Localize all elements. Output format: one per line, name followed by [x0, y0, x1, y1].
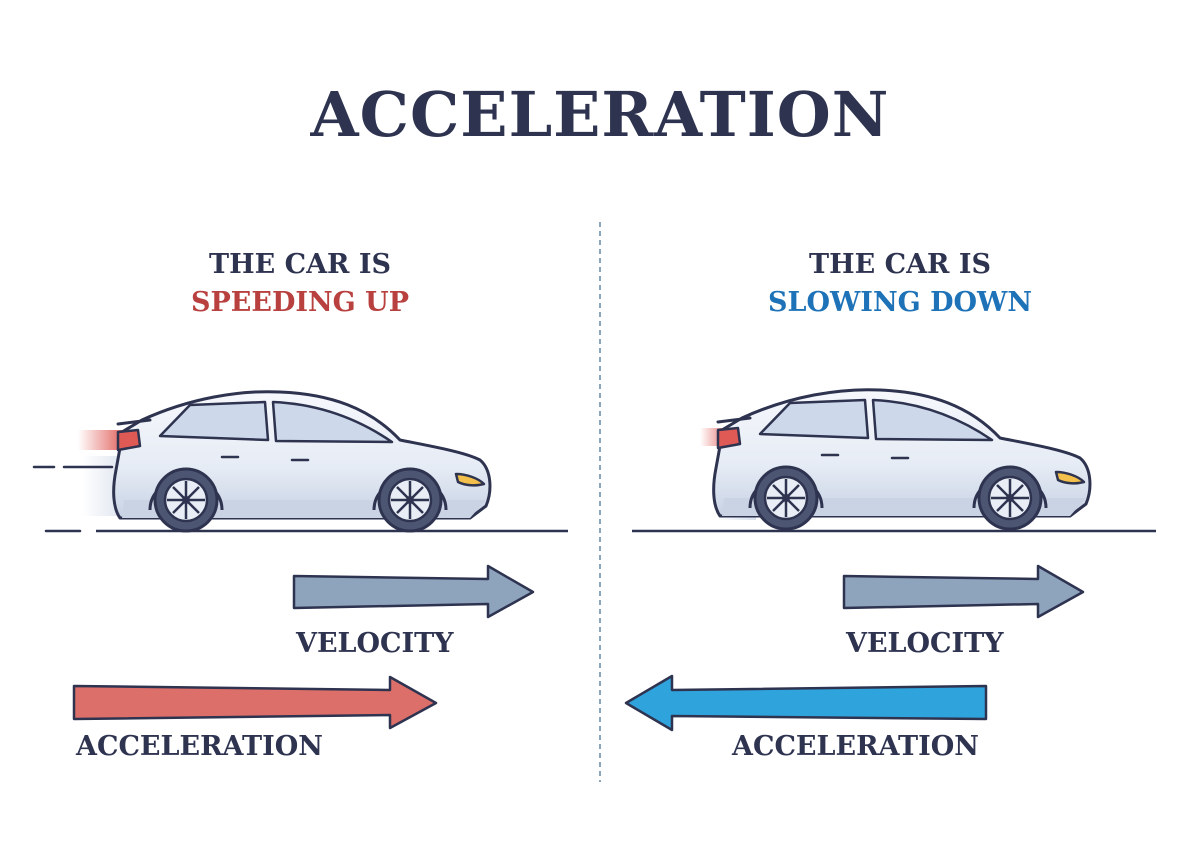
- motion-lines-icon: [32, 465, 114, 533]
- left-heading-line2: SPEEDING UP: [191, 287, 409, 318]
- diagram-title: ACCELERATION: [310, 78, 890, 151]
- right-velocity-arrow: [842, 564, 1085, 619]
- car-icon: [112, 390, 492, 533]
- right-heading-line2: SLOWING DOWN: [767, 287, 1033, 318]
- right-acceleration-arrow: [624, 674, 988, 732]
- left-velocity-label: VELOCITY: [296, 628, 454, 659]
- left-acceleration-arrow: [72, 675, 438, 730]
- car-icon: [712, 388, 1092, 531]
- right-panel-heading: THE CAR IS SLOWING DOWN: [600, 246, 1200, 322]
- right-velocity-label: VELOCITY: [846, 628, 1004, 659]
- right-car-scene: [624, 388, 1156, 732]
- left-acceleration-label: ACCELERATION: [76, 731, 323, 762]
- tail-light-glow: [78, 430, 122, 450]
- left-heading-line1: THE CAR IS: [209, 249, 391, 280]
- left-panel-heading: THE CAR IS SPEEDING UP: [0, 246, 600, 322]
- right-heading-line1: THE CAR IS: [809, 249, 991, 280]
- right-acceleration-label: ACCELERATION: [732, 731, 979, 762]
- left-car-scene: [32, 390, 568, 730]
- left-velocity-arrow: [292, 564, 535, 619]
